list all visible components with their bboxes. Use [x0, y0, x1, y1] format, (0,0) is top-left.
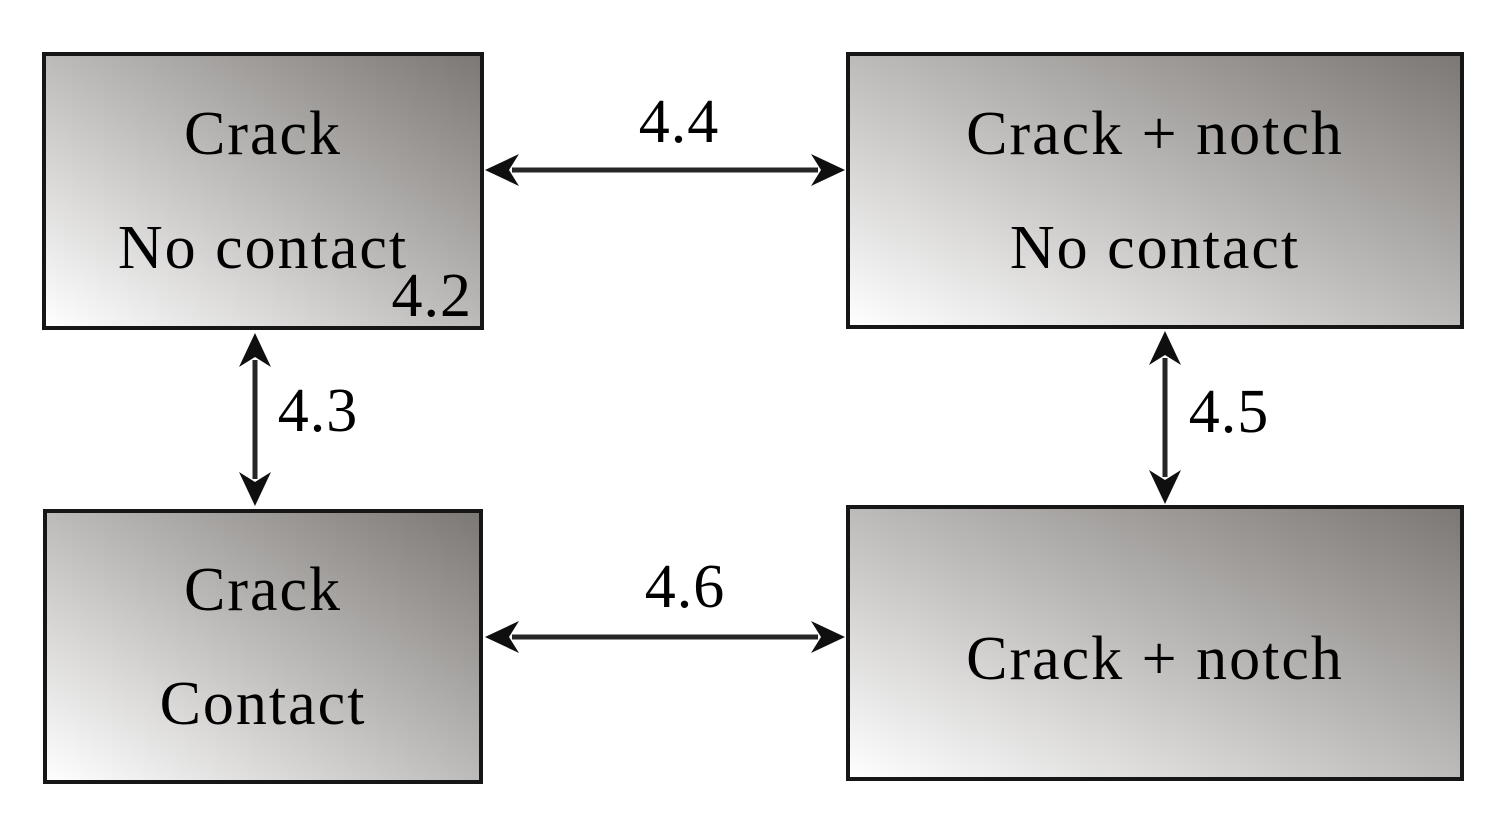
box-text-line: Crack [183, 555, 343, 624]
arrow-bottom-horizontal [485, 621, 845, 653]
box-crack-notch: Crack + notch [846, 505, 1464, 781]
arrowhead-left-icon [485, 154, 519, 186]
arrowhead-up-icon [239, 333, 271, 367]
arrowhead-left-icon [485, 621, 519, 653]
box-text-line: Contact [159, 669, 367, 738]
arrowhead-right-icon [811, 621, 845, 653]
box-text-line: No contact [1009, 213, 1301, 282]
arrow-label-4-5: 4.5 [1188, 378, 1270, 446]
arrowhead-up-icon [1149, 331, 1181, 365]
arrow-label-4-3: 4.3 [277, 377, 359, 445]
box-text-line: No contact [117, 214, 409, 282]
arrow-label-4-4: 4.4 [638, 88, 720, 156]
arrow-right-vertical [1149, 331, 1181, 504]
arrow-top-horizontal [485, 154, 845, 186]
arrowhead-down-icon [1149, 470, 1181, 504]
arrow-left-vertical [239, 333, 271, 506]
arrowhead-right-icon [811, 154, 845, 186]
box-text-line: Crack + notch [966, 625, 1344, 693]
arrowhead-down-icon [239, 472, 271, 506]
box-text-line: Crack [183, 100, 343, 168]
box-crack-no-contact: Crack No contact 4.2 [42, 52, 484, 330]
box-crack-contact: Crack Contact [43, 509, 483, 784]
box-text-line: Crack + notch [966, 99, 1344, 168]
arrow-label-4-6: 4.6 [644, 553, 726, 621]
box-crack-notch-no-contact: Crack + notch No contact [846, 52, 1464, 329]
section-ref-label: 4.2 [391, 262, 472, 331]
